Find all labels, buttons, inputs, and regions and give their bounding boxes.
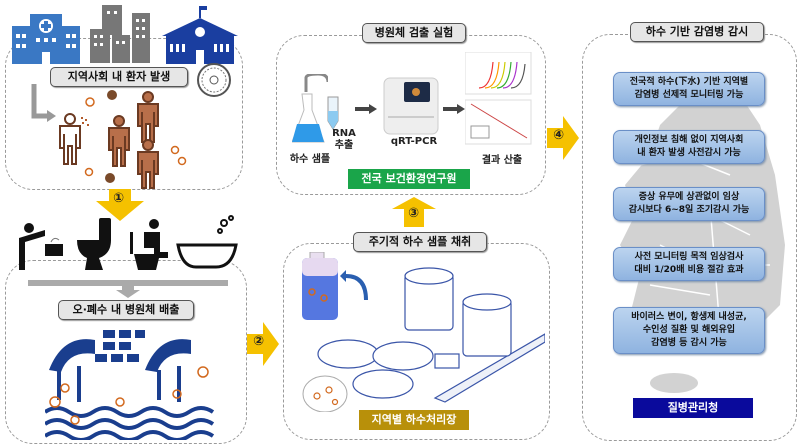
step1-number: ① xyxy=(113,191,125,206)
people-icon xyxy=(59,91,159,189)
benefit-item: 증상 유무에 상관없이 임상 감시보다 6~8일 조기감시 가능 xyxy=(613,187,765,221)
result-charts-icon xyxy=(465,52,532,145)
bathtub-icon xyxy=(176,215,238,269)
flask-icon xyxy=(292,74,328,143)
panel4-org: 전국 보건환경연구원 xyxy=(348,169,470,189)
panel4-label: 병원체 검출 실험 xyxy=(362,23,466,43)
panel5-org: 질병관리청 xyxy=(633,398,753,418)
buildings-icon xyxy=(90,5,150,63)
panel3-org: 지역별 하수처리장 xyxy=(359,410,469,430)
tube-icon xyxy=(327,96,339,130)
merge-arrow-icon xyxy=(28,280,228,298)
sample-bottle-icon xyxy=(302,252,368,320)
step-sample-label: 하수 샘플 xyxy=(289,154,331,165)
step-rna-label: RNA 추출 xyxy=(332,128,356,151)
benefit-item: 바이러스 변이, 항생제 내성균, 수인성 질환 및 해외유입 감염병 등 감시… xyxy=(613,307,765,354)
step2-arrow xyxy=(247,322,279,366)
step1-arrow xyxy=(96,189,144,221)
step4-arrow xyxy=(547,116,579,160)
panel5-label: 하수 기반 감염병 감시 xyxy=(630,22,764,42)
benefit-item: 개인정보 침해 없이 지역사회 내 환자 발생 사전감시 가능 xyxy=(613,130,765,164)
sewer-outflow-icon xyxy=(45,330,215,440)
hospital-icon xyxy=(12,14,80,64)
down-right-arrow-icon xyxy=(31,84,56,122)
virus-icon xyxy=(84,90,187,183)
qrt-pcr-machine-icon xyxy=(383,77,439,135)
panel3-label: 주기적 하수 샘플 채취 xyxy=(353,232,487,252)
step3-number: ③ xyxy=(408,206,420,221)
panel1-label: 지역사회 내 환자 발생 xyxy=(50,67,188,87)
step3-arrow xyxy=(392,197,436,227)
step4-number: ④ xyxy=(553,128,565,143)
treatment-plant-icon xyxy=(302,267,545,412)
toilet-user-icon xyxy=(130,219,168,270)
drinking-fountain-icon xyxy=(19,223,63,270)
right-arrow-icon-2 xyxy=(443,104,465,114)
manhole-icon xyxy=(197,63,231,97)
right-arrow-icon xyxy=(355,104,377,114)
benefit-item: 전국적 하수(下水) 기반 지역별 감염병 선제적 모니터링 가능 xyxy=(613,72,765,106)
step-result-label: 결과 산출 xyxy=(481,155,523,166)
toilet-icon xyxy=(77,218,111,270)
step-qrtpcr-label: qRT-PCR xyxy=(390,136,438,147)
step2-number: ② xyxy=(253,334,265,349)
school-icon xyxy=(162,6,238,64)
benefit-item: 사전 모니터링 목적 임상검사 대비 1/20배 비용 절감 효과 xyxy=(613,247,765,281)
panel2-label: 오·폐수 내 병원체 배출 xyxy=(58,300,194,320)
